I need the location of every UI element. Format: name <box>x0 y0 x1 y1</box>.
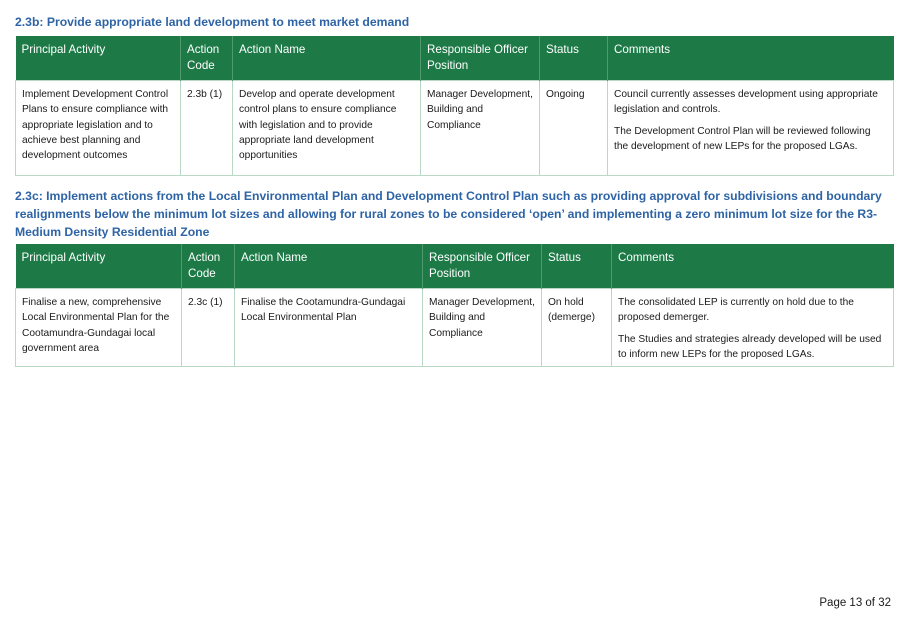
col-header-action-name: Action Name <box>232 36 421 81</box>
cell-comments: The consolidated LEP is currently on hol… <box>611 287 894 368</box>
table-row: Implement Development Control Plans to e… <box>15 80 894 176</box>
table-header-row: Principal Activity Action Code Action Na… <box>15 36 894 81</box>
cell-principal-activity: Finalise a new, comprehensive Local Envi… <box>15 287 182 368</box>
col-header-responsible-officer: Responsible Officer Position <box>420 36 540 81</box>
cell-action-code: 2.3c (1) <box>181 287 235 368</box>
col-header-comments: Comments <box>611 244 894 289</box>
cell-status: Ongoing <box>539 80 608 176</box>
cell-action-code: 2.3b (1) <box>180 80 233 176</box>
comment-paragraph: The consolidated LEP is currently on hol… <box>618 297 854 324</box>
col-header-action-name: Action Name <box>234 244 423 289</box>
table-header-row: Principal Activity Action Code Action Na… <box>15 244 894 289</box>
cell-action-name: Finalise the Cootamundra-Gundagai Local … <box>234 287 423 368</box>
col-header-action-code: Action Code <box>181 244 235 289</box>
section-heading-2-3b: 2.3b: Provide appropriate land developme… <box>15 15 410 29</box>
cell-officer: Manager Development, Building and Compli… <box>420 80 540 176</box>
cell-comments: Council currently assesses development u… <box>607 80 894 176</box>
activity-table-2-3c: Principal Activity Action Code Action Na… <box>15 244 894 368</box>
page-number: Page 13 of 32 <box>819 597 891 609</box>
col-header-principal-activity: Principal Activity <box>15 244 182 289</box>
cell-officer: Manager Development, Building and Compli… <box>422 287 542 368</box>
col-header-action-code: Action Code <box>180 36 233 81</box>
col-header-comments: Comments <box>607 36 894 81</box>
comment-paragraph: Council currently assesses development u… <box>614 89 878 116</box>
table-row: Finalise a new, comprehensive Local Envi… <box>15 287 894 368</box>
cell-status: On hold (demerge) <box>541 287 612 368</box>
section-heading-2-3c: 2.3c: Implement actions from the Local E… <box>15 189 882 239</box>
comment-paragraph: The Studies and strategies already devel… <box>618 333 882 360</box>
activity-table-2-3b: Principal Activity Action Code Action Na… <box>15 36 894 176</box>
comment-paragraph: The Development Control Plan will be rev… <box>614 125 871 152</box>
cell-action-name: Develop and operate development control … <box>232 80 421 176</box>
col-header-status: Status <box>539 36 608 81</box>
cell-principal-activity: Implement Development Control Plans to e… <box>15 80 181 176</box>
col-header-principal-activity: Principal Activity <box>15 36 181 81</box>
col-header-responsible-officer: Responsible Officer Position <box>422 244 542 289</box>
col-header-status: Status <box>541 244 612 289</box>
